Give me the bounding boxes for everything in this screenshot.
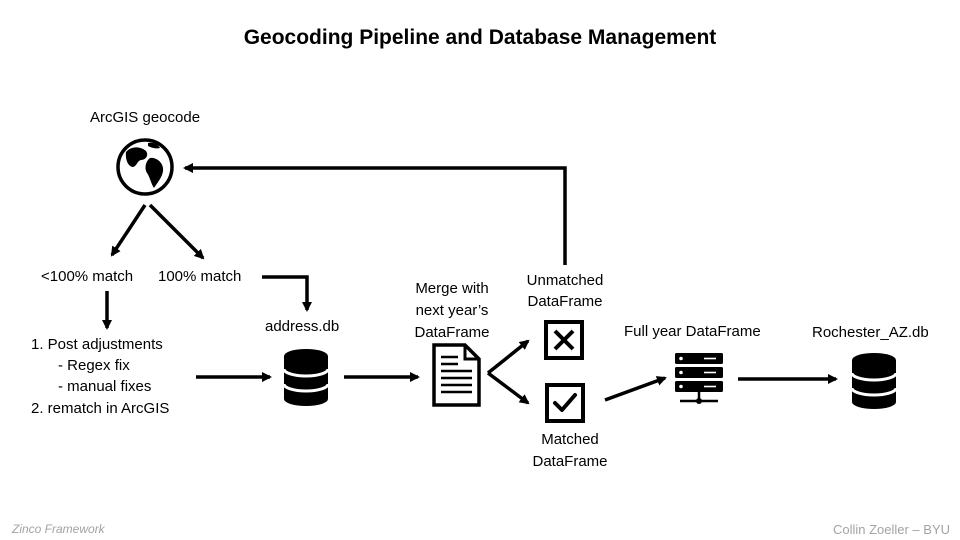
document-icon (432, 343, 481, 407)
matched-label-line2: DataFrame (532, 453, 608, 470)
arrow-full-to-address-db (262, 275, 312, 312)
footer-author: Collin Zoeller – BYU (832, 522, 950, 537)
matched-label-line1: Matched (541, 431, 599, 448)
slide-title: Geocoding Pipeline and Database Manageme… (243, 26, 717, 49)
merge-label-line3: DataFrame (414, 324, 490, 341)
merge-label-line1: Merge with (415, 280, 489, 297)
arrow-matched-to-full-year (604, 376, 667, 402)
unmatched-label-line2: DataFrame (527, 293, 603, 310)
globe-icon (116, 138, 174, 196)
address-db-label: address.db (265, 318, 340, 335)
server-icon (675, 353, 723, 404)
unmatched-label-line1: Unmatched (526, 272, 604, 289)
full-year-label: Full year DataFrame (624, 323, 761, 340)
full-match-label: 100% match (158, 268, 242, 285)
post-substep-manual: - manual fixes (58, 378, 152, 395)
post-substep-regex: - Regex fix (58, 357, 130, 374)
post-step-1: 1. Post adjustments (31, 336, 163, 353)
merge-label-line2: next year’s (415, 302, 489, 319)
checkbox-icon (545, 383, 585, 423)
arrow-unmatched-to-geocode (183, 163, 567, 265)
rochester-db-label: Rochester_AZ.db (812, 324, 929, 341)
x-box-icon (544, 320, 584, 360)
partial-match-label: <100% match (41, 268, 134, 285)
database-icon (282, 349, 330, 406)
footer-framework: Zinco Framework (12, 522, 105, 536)
arrow-merge-to-unmatched (486, 339, 530, 375)
arrow-globe-to-full (148, 203, 205, 260)
arrow-globe-to-partial (110, 204, 147, 257)
arcgis-geocode-label: ArcGIS geocode (89, 109, 201, 126)
database-icon (850, 353, 898, 409)
arrow-merge-to-matched (486, 371, 530, 405)
post-step-2: 2. rematch in ArcGIS (31, 400, 170, 417)
